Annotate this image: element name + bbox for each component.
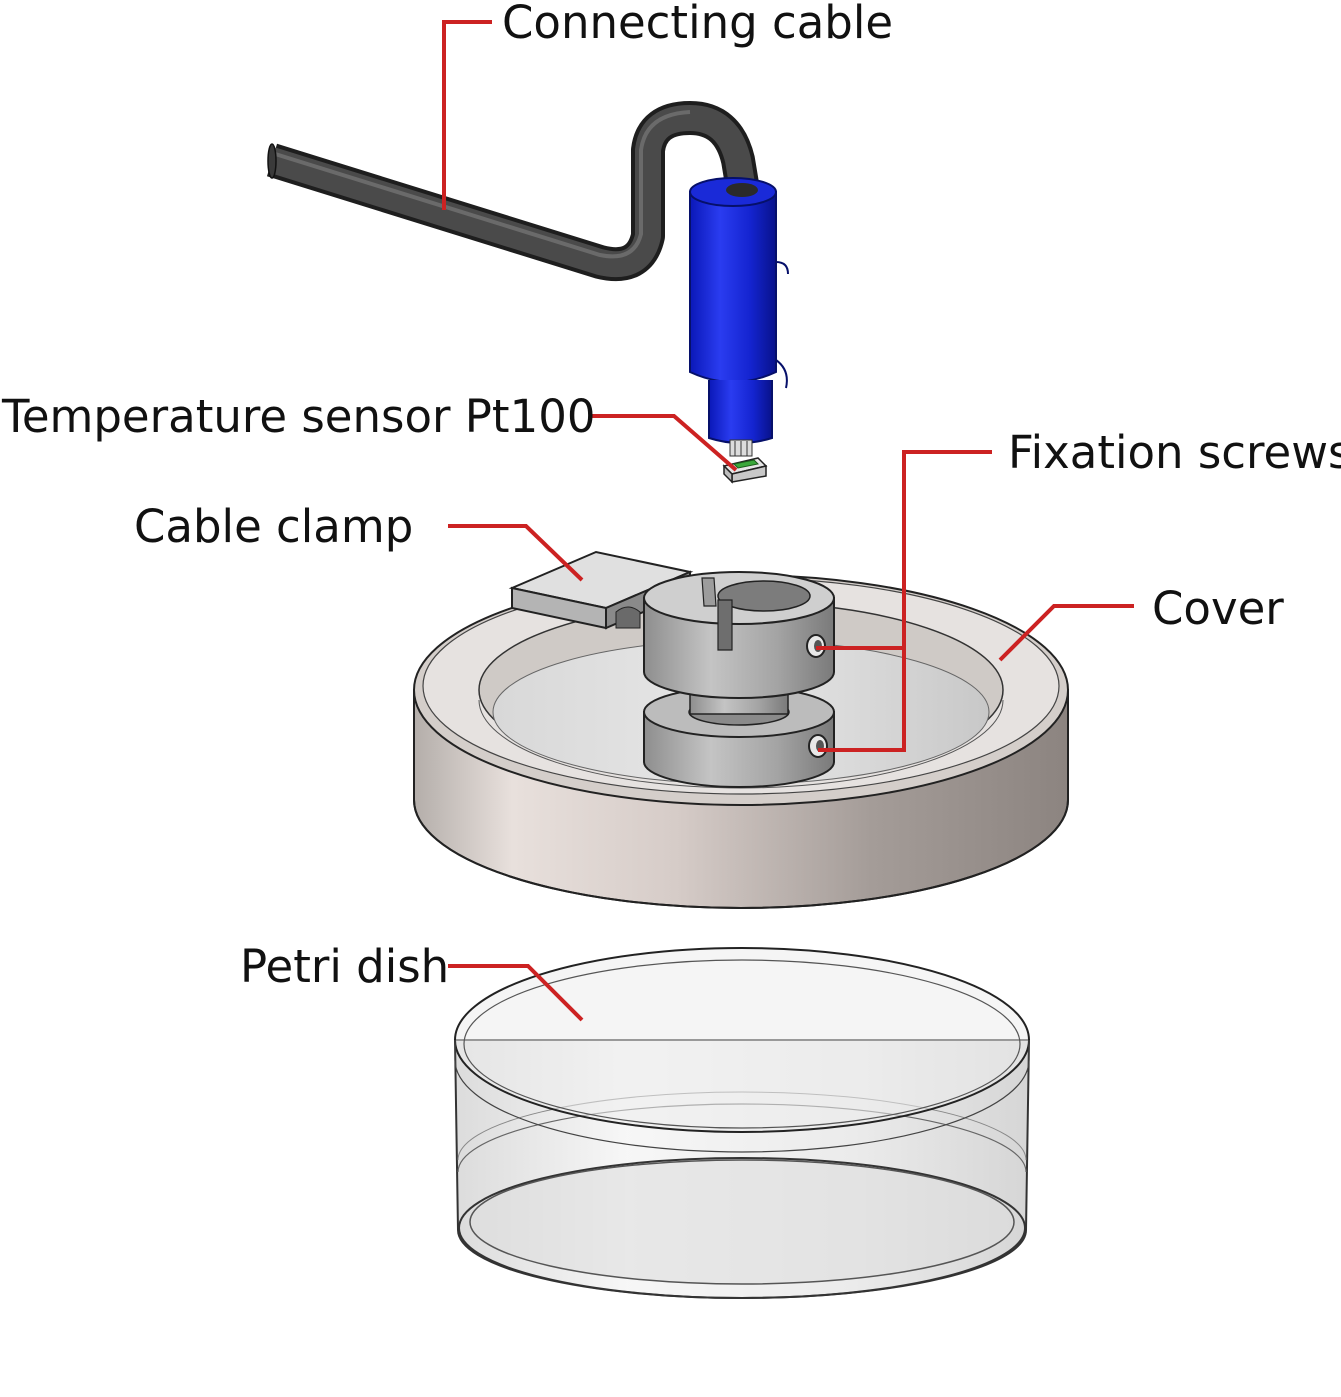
leader-lines [442,20,1134,1022]
sensor-housing [689,177,789,457]
label-cable-clamp: Cable clamp [134,500,414,553]
connecting-cable [266,101,761,282]
leader-temperature-sensor [590,414,738,472]
label-cover: Cover [1152,582,1284,635]
petri-dish [453,947,1031,1299]
label-connecting-cable: Connecting cable [502,0,894,49]
leader-fixation-screws [818,450,992,752]
leader-cover [998,604,1134,662]
leader-petri-dish [448,964,584,1022]
fixation-screw-lower [808,734,828,758]
temperature-sensor-chip [722,457,768,484]
label-petri-dish: Petri dish [240,940,450,993]
leader-cable-clamp [448,524,584,582]
leader-connecting-cable [442,20,492,210]
label-temperature-sensor: Temperature sensor Pt100 [2,390,596,443]
label-fixation-screws: Fixation screws [1008,426,1341,479]
clamp-collar [643,571,835,788]
